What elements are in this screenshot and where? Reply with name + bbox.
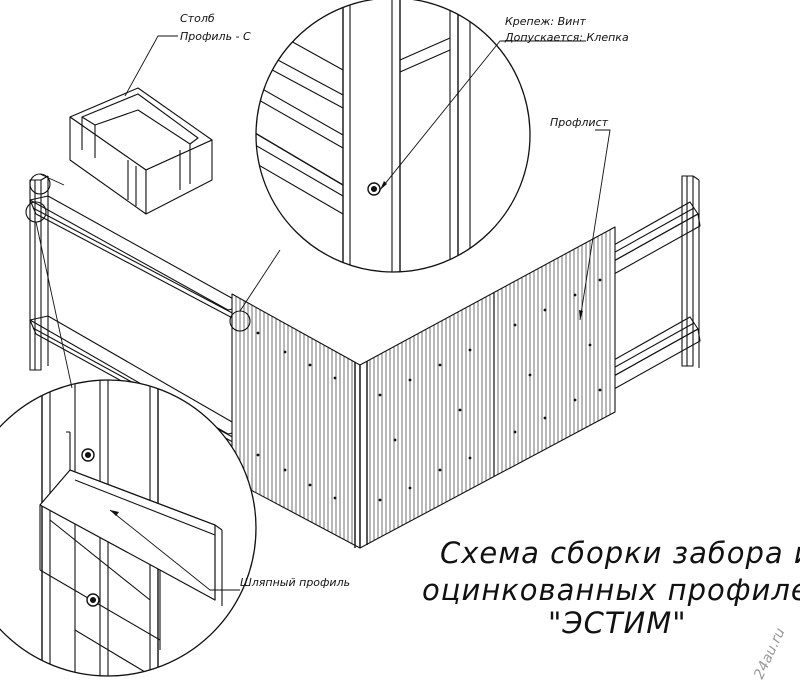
screw-dot <box>408 486 412 490</box>
screw-dot <box>256 331 260 335</box>
screw-icon <box>86 593 100 607</box>
screw-dot <box>308 483 312 487</box>
screw-dot <box>468 456 472 460</box>
label-fastener-main: Крепеж: Винт <box>505 15 587 28</box>
screw-dot <box>588 343 592 347</box>
screw-dot <box>333 496 337 500</box>
screw-dot <box>468 348 472 352</box>
screw-dot <box>378 498 382 502</box>
c-profile-inset <box>69 87 213 215</box>
screw-dot <box>528 373 532 377</box>
screw-dot <box>408 378 412 382</box>
screw-dot <box>333 376 337 380</box>
screw-dot <box>256 453 260 457</box>
sheet-left-face <box>231 293 361 549</box>
screw-dot <box>378 393 382 397</box>
screw-icon <box>367 182 381 196</box>
diagram-title-line1: Схема сборки забора из <box>440 536 800 570</box>
diagram-title-line2: оцинкованных профилей <box>422 573 800 607</box>
sheet-screw-dots <box>256 278 602 502</box>
arrowhead <box>380 181 387 190</box>
hat-profile-detail-circle <box>0 379 257 677</box>
screw-icon <box>81 448 95 462</box>
screw-dot <box>283 468 287 472</box>
label-sheet: Профлист <box>550 116 609 129</box>
right-lower-hat-rail <box>604 316 701 390</box>
sheet-corner-edge <box>354 361 368 548</box>
screw-dot <box>573 293 577 297</box>
screw-dot <box>308 363 312 367</box>
screw-dot <box>438 468 442 472</box>
left-post-front <box>29 175 49 371</box>
leader-lines <box>35 35 611 591</box>
arrowhead <box>110 510 119 516</box>
diagram-title-line3: "ЭСТИМ" <box>548 606 687 640</box>
screw-dot <box>598 278 602 282</box>
label-post-title: Столб <box>180 12 215 25</box>
screw-dot <box>438 363 442 367</box>
screw-dot <box>573 398 577 402</box>
screw-dot <box>458 408 462 412</box>
label-post-profile: Профиль - С <box>180 30 251 43</box>
screw-dot <box>283 350 287 354</box>
screw-dot <box>513 430 517 434</box>
right-upper-hat-rail <box>604 201 701 275</box>
screw-dot <box>598 388 602 392</box>
screw-dot <box>543 308 547 312</box>
watermark: 24au.ru <box>751 626 789 682</box>
left-upper-hat-rail <box>29 195 247 323</box>
screw-dot <box>543 416 547 420</box>
detail-marker-rail <box>25 201 47 223</box>
arrowhead <box>579 310 583 320</box>
label-hat-profile: Шляпный профиль <box>240 576 350 589</box>
screw-dot <box>393 438 397 442</box>
fastener-detail-circle <box>255 0 531 273</box>
label-fastener-alt: Допускается: Клепка <box>504 31 629 44</box>
screw-dot <box>513 323 517 327</box>
